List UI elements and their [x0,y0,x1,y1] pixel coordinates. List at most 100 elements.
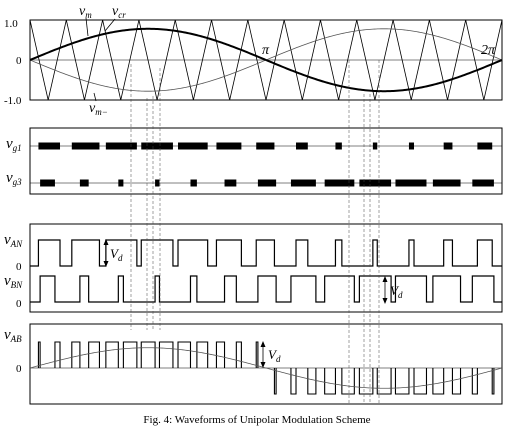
vab-pulse [376,368,392,395]
vab-pulse [307,368,317,395]
label-pi: π [262,43,270,58]
label-g1: vg1 [6,136,22,153]
vab-pulse [88,341,100,368]
g1-pulse [477,142,493,150]
vab-pulse [471,368,478,395]
g1-pulses [38,142,493,150]
vab-pulse [394,368,410,395]
label-ab: vAB [4,327,22,344]
vab-pulses [37,341,495,395]
label-2pi: 2π [481,43,496,58]
vbn-waveform [30,275,502,303]
vab-pulse [235,341,242,368]
carrier-triangle [29,19,503,101]
vd-ab-label: Vd [268,347,281,364]
y-tick-bottom: -1.0 [4,95,22,107]
label-vcr: vcr [112,4,126,20]
label-g3: vg3 [6,170,22,187]
ab-panel-frame [29,323,503,405]
g3-pulse [118,179,124,187]
label-an: vAN [4,232,23,249]
label-vmneg-sub: m− [95,107,108,117]
g1-pulse [335,142,342,150]
vm-pointer-arrow [85,17,89,37]
g3-pulses [40,179,494,187]
figure-caption: Fig. 4: Waveforms of Unipolar Modulation… [143,414,371,426]
g3-pulse [472,179,494,187]
vab-pulse [341,368,355,395]
vd-bn-sub: d [398,290,403,300]
vd-bn-label: Vd [390,283,403,300]
g3-pulse [359,179,392,187]
gate-panel-frame [29,127,503,195]
label-vcr-sub: cr [118,10,126,20]
vab-pulse [54,341,61,368]
vab-pulse [215,341,226,368]
g3-pulse [224,179,237,187]
vd-bn-indicator [382,276,388,304]
zero-bn: 0 [16,298,22,310]
g3-pulse [40,179,55,187]
g3-pulse [257,179,277,187]
y-tick-top: 1.0 [4,18,18,30]
zero-ab: 0 [16,363,22,375]
carrier-line [29,19,503,101]
label-vmneg: vm− [89,101,108,117]
g1-pulse [296,142,308,150]
vab-pulse [491,368,495,395]
vab-pulse [358,368,374,395]
label-ab-sub: AB [10,334,22,344]
g3-pulse [190,179,197,187]
guide-lines [130,60,380,404]
vab-pulse [177,341,192,368]
vab-pulse [105,341,119,368]
vab-fundamental-curve [29,347,503,389]
y-tick-mid: 0 [16,55,22,67]
vd-an-sub: d [118,253,123,263]
label-vm: vm [79,4,92,20]
g1-pulse [141,142,173,150]
g3-pulse [324,179,355,187]
g3-pulse [432,179,461,187]
label-g3-sub: g3 [13,177,23,187]
vab-pulse [324,368,336,395]
g1-pulse [408,142,415,150]
vab-pulse [273,368,277,395]
g3-pulse [290,179,316,187]
g1-pulse [216,142,242,150]
g3-pulse [79,179,89,187]
g1-pulse [71,142,100,150]
vab-pulse [196,341,209,368]
vab-pulse [413,368,428,395]
vab-pulse [255,341,259,368]
label-bn: vBN [4,273,23,290]
vab-pulse [158,341,174,368]
vd-an-indicator [103,239,109,267]
vd-ab-sub: d [276,354,281,364]
label-an-sub: AN [10,239,23,249]
vab-pulse [122,341,138,368]
g1-pulse [443,142,453,150]
van-waveform [30,239,502,267]
g1-pulse [38,142,61,150]
zero-an: 0 [16,261,22,273]
g3-pulse [155,179,160,187]
vab-pulse [140,341,156,368]
an-bn-panel-frame [29,223,503,313]
g1-pulse [372,142,378,150]
vab-pulse [290,368,297,395]
vab-pulse [71,341,81,368]
vd-an-label: Vd [110,246,123,263]
g3-pulse [395,179,427,187]
g1-pulse [178,142,208,150]
vab-pulse [451,368,462,395]
g1-pulse [256,142,275,150]
vd-ab-indicator [260,341,266,368]
label-g1-sub: g1 [13,143,22,153]
vab-pulse [37,341,41,368]
g1-pulse [105,142,137,150]
vcr-pointer-arrow [104,18,116,32]
vmneg-pointer-arrow [93,92,97,102]
label-bn-sub: BN [11,280,23,290]
